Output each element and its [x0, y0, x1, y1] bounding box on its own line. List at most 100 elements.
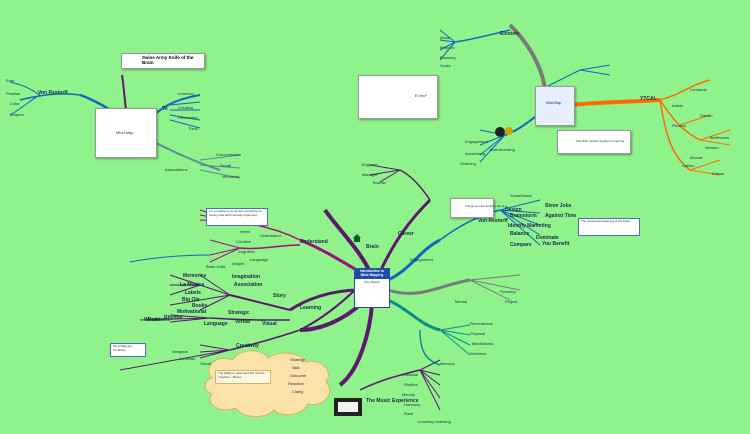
topic-visualize[interactable]: Visualize	[200, 361, 216, 366]
topic-intent[interactable]: Intent	[240, 229, 251, 234]
topic-imagination[interactable]: Imagination	[232, 274, 261, 280]
topic-creating[interactable]: Creating	[178, 105, 194, 110]
topic-language-ll[interactable]: Language	[204, 321, 228, 327]
topic-edison[interactable]: Edison	[712, 171, 725, 176]
cloud-item-skill[interactable]: Skill	[292, 365, 300, 370]
topic-goals[interactable]: Goals	[440, 63, 451, 68]
topic-creative[interactable]: Creative	[236, 239, 251, 244]
topic-advertising[interactable]: Advertising	[465, 151, 485, 156]
music-item-classical[interactable]: Classical	[402, 372, 419, 377]
creativity-note[interactable]: Mind Mapping Creativity	[110, 343, 146, 357]
topic-mental[interactable]: Mental	[455, 299, 468, 304]
swiss-army-note[interactable]: Swiss Army Knife of the Brain	[121, 53, 205, 69]
topic-brain[interactable]: Brain	[366, 244, 379, 250]
music-item-rock[interactable]: Rock	[404, 411, 414, 416]
topic-association[interactable]: Association	[234, 282, 263, 288]
topic-engagement-top[interactable]: Engagement	[465, 139, 488, 144]
topic-insight[interactable]: Insight	[232, 261, 244, 266]
topic-position[interactable]: Position	[6, 91, 21, 96]
topic-physical[interactable]: Physical	[470, 331, 485, 336]
topic-remember[interactable]: Remember	[178, 115, 198, 120]
topic-memory-lr[interactable]: Memory	[440, 361, 455, 366]
topic-artists[interactable]: Artists	[672, 103, 684, 108]
topic-dominate[interactable]: Dominate	[536, 235, 559, 241]
photo-note-card[interactable]: Scientific method applied to learning	[557, 130, 631, 154]
topic-emo[interactable]: Emo	[6, 78, 15, 83]
topic-la-musica[interactable]: La Musica	[180, 282, 205, 288]
topic-balance[interactable]: Balance	[510, 231, 530, 237]
topic-recreational[interactable]: Recreational	[470, 321, 493, 326]
cloud-item-clarity[interactable]: Clarity	[292, 389, 304, 394]
topic-creativity[interactable]: Creativity	[236, 343, 259, 349]
topic-think[interactable]: Think	[188, 126, 198, 131]
cloud-item-outcome[interactable]: Outcome	[290, 373, 307, 378]
topic-numbers[interactable]: Numbers	[148, 317, 170, 323]
topic-books[interactable]: Books	[192, 303, 208, 309]
topic-teacher[interactable]: Teacher	[372, 180, 387, 185]
topic-wellness[interactable]: Wellness	[470, 351, 487, 356]
topic-engagement-mid[interactable]: Engagement	[410, 257, 433, 262]
topic-recall[interactable]: Recall	[220, 163, 232, 168]
cloud-item-reaction[interactable]: Reaction	[288, 381, 304, 386]
topic-planning-lr[interactable]: Planning	[500, 289, 516, 294]
topic-against-time[interactable]: Against Time	[545, 213, 577, 219]
topic-identify-marketing[interactable]: Identify Marketing	[508, 223, 551, 229]
topic-von-restorff-right[interactable]: Von Restorff	[478, 218, 508, 224]
mind-map-image-card[interactable]: Mind Map	[95, 108, 157, 158]
topic-projects[interactable]: Projects	[440, 45, 455, 50]
topic-associations[interactable]: Associations	[165, 167, 188, 172]
music-item-rhythm[interactable]: Rhythm	[404, 382, 418, 387]
topic-understand[interactable]: Understand	[300, 239, 328, 245]
topic-brainstorm[interactable]: Brainstorm	[510, 213, 537, 219]
topic-newton[interactable]: Newton	[705, 145, 719, 150]
unexpected-note[interactable]: The unexpected learning at the brain	[578, 218, 640, 236]
cloud-note[interactable]: The ability to relax feed the mind is 'C…	[215, 370, 271, 384]
topic-words[interactable]: Words	[144, 317, 160, 323]
topic-compare[interactable]: Compare	[510, 242, 532, 248]
topic-project[interactable]: Project	[505, 299, 518, 304]
topic-darwin[interactable]: Darwin	[700, 113, 713, 118]
mind-map-node-image[interactable]: Mind Map	[535, 86, 575, 126]
topic-cognitive[interactable]: Cognitive	[238, 249, 255, 254]
topic-integrate[interactable]: Integrate	[172, 349, 188, 354]
topic-verbal[interactable]: Verbal	[235, 319, 251, 325]
topic-understand-sub[interactable]: Understand	[260, 233, 281, 238]
music-item-harmony[interactable]: Harmony	[404, 402, 421, 407]
topic-career[interactable]: Career	[398, 231, 414, 237]
topic-to[interactable]: To	[162, 106, 168, 112]
topic-strategic[interactable]: Strategic	[228, 310, 250, 316]
wisdom-note-card[interactable]: Things you are thinking about it	[450, 198, 507, 218]
topic-motivational[interactable]: Motivational	[177, 309, 207, 315]
topic-learning[interactable]: Learning	[178, 91, 194, 96]
topic-story[interactable]: Story	[273, 293, 286, 299]
topic-you-benefit[interactable]: You Benefit	[542, 241, 570, 247]
topic-visual[interactable]: Visual	[262, 321, 277, 327]
topic-rhythm[interactable]: Rhythm	[164, 315, 183, 321]
topic-leonardo[interactable]: Leonardo	[690, 87, 707, 92]
topic-big-ole[interactable]: Big Ole	[182, 297, 200, 303]
formula-card[interactable]: E=mc²	[358, 75, 438, 119]
music-item-melody[interactable]: Melody	[402, 392, 415, 397]
topic-beethoven[interactable]: Beethoven	[710, 135, 730, 140]
topic-innovate[interactable]: Innovate	[180, 356, 196, 361]
topic-brain-cells[interactable]: Brain Cells	[206, 264, 226, 269]
topic-memories[interactable]: Memories	[222, 174, 240, 179]
topic-ideas[interactable]: Ideas	[440, 35, 450, 40]
music-item-learning-listening[interactable]: Learning Listening	[418, 419, 451, 424]
topic-einstein[interactable]: Einstein	[500, 31, 520, 37]
topic-design[interactable]: Design	[505, 207, 522, 213]
topic-manager[interactable]: Manager	[362, 172, 378, 177]
topic-memories-words[interactable]: Memories	[183, 273, 207, 279]
topic-shapes[interactable]: Shapes	[10, 112, 24, 117]
topic-engineer[interactable]: Engineer	[362, 162, 379, 167]
topic-galileo[interactable]: Galileo	[682, 163, 695, 168]
topic-mozart[interactable]: Mozart	[690, 155, 703, 160]
central-topic[interactable]: Introduction to Mind Mapping Tony Buzan	[354, 268, 390, 308]
topic-steve-jobs[interactable]: Steve Jobs	[545, 203, 572, 209]
topic-color[interactable]: Color	[10, 101, 20, 106]
topic-ytcal[interactable]: YTCAL	[640, 96, 657, 102]
topic-outlining[interactable]: Outlining	[460, 161, 476, 166]
music-image[interactable]	[334, 398, 362, 416]
topic-picasso[interactable]: Picasso	[672, 123, 687, 128]
topic-planning[interactable]: Planning	[440, 55, 456, 60]
